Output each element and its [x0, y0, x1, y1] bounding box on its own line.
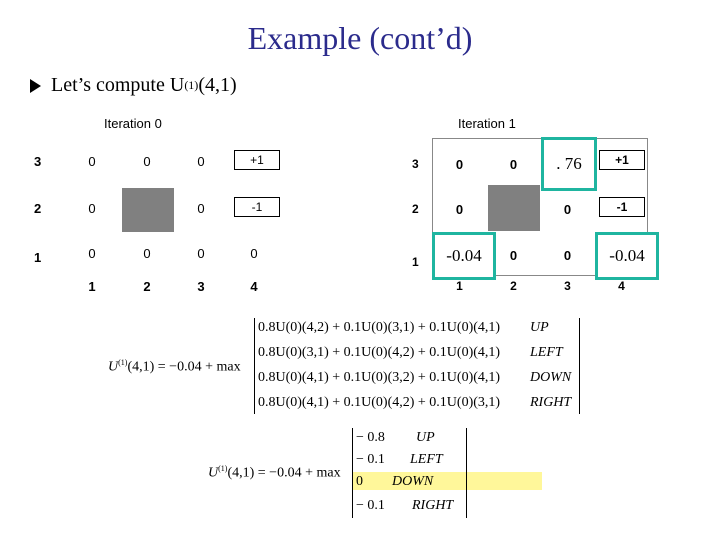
page-title: Example (cont’d) [247, 20, 473, 56]
iteration1-label: Iteration 1 [458, 116, 516, 131]
iteration0-cell: 0 [197, 246, 205, 261]
iteration1-cell: 0 [563, 202, 572, 217]
iteration0-col-label: 1 [88, 279, 96, 294]
equation1-term: 0.8U(0)(4,1) + 0.1U(0)(3,2) + 0.1U(0)(4,… [258, 370, 501, 385]
equation1-action: RIGHT [530, 395, 572, 410]
bullet-arrow-icon [30, 78, 41, 93]
equation2-value: − 0.8 [356, 430, 385, 445]
iteration1-row-label: 2 [412, 202, 419, 216]
iteration0-cell: 0 [197, 201, 205, 216]
equation1-bracket-right [579, 318, 580, 414]
iteration0-row-label: 1 [34, 250, 42, 265]
iteration0-label: Iteration 0 [104, 116, 162, 131]
equation2-lhs-args: (4,1) = −0.04 + max [227, 465, 341, 481]
iteration1-col-label: 4 [618, 279, 625, 293]
equation1-term: 0.8U(0)(4,2) + 0.1U(0)(3,1) + 0.1U(0)(4,… [258, 320, 501, 335]
iteration0-col-label: 3 [197, 279, 205, 294]
equation1-term: 0.8U(0)(4,1) + 0.1U(0)(4,2) + 0.1U(0)(3,… [258, 395, 501, 410]
iteration1-highlight-cell: -0.04 [432, 232, 496, 280]
iteration1-cell: 0 [509, 157, 518, 172]
iteration1-cell: 0 [455, 202, 464, 217]
bullet-superscript: (1) [184, 78, 199, 92]
equation2-value: − 0.1 [356, 498, 385, 513]
iteration1-highlight-cell: -0.04 [595, 232, 659, 280]
iteration1-col-label: 2 [510, 279, 517, 293]
iteration0-cell: 0 [143, 154, 151, 169]
equation1-action: LEFT [530, 345, 563, 360]
iteration0-cell: 0 [197, 154, 205, 169]
equation2-action: LEFT [410, 452, 443, 467]
equation2-action: UP [416, 430, 435, 445]
equation2-value: 0 [356, 474, 363, 489]
equation1-lhs-args: (4,1) = −0.04 + max [127, 359, 241, 375]
iteration0-cell: 0 [88, 201, 96, 216]
equation2-action: DOWN [392, 474, 434, 489]
iteration1-cell: 0 [455, 157, 464, 172]
equation2-bracket-right [466, 428, 467, 518]
equation2-value: − 0.1 [356, 452, 385, 467]
equation2-lhs: U(1)(4,1) = −0.04 + max [208, 464, 341, 482]
equation2-lhs-symbol: U [208, 465, 219, 481]
iteration0-col-label: 4 [250, 279, 258, 294]
iteration1-col-label: 1 [456, 279, 463, 293]
equation1-term: 0.8U(0)(3,1) + 0.1U(0)(4,2) + 0.1U(0)(4,… [258, 345, 501, 360]
iteration1-cell: 0 [563, 248, 572, 263]
iteration0-cell: 0 [88, 154, 96, 169]
equation2-action: RIGHT [412, 498, 454, 513]
equation1-action: UP [530, 320, 549, 335]
equation1-bracket-left [254, 318, 255, 414]
iteration0-row-label: 2 [34, 201, 42, 216]
equation1-lhs: U(1)(4,1) = −0.04 + max [108, 358, 241, 376]
iteration0-col-label: 2 [143, 279, 151, 294]
bullet-text-prefix: Let’s compute U [51, 74, 185, 96]
iteration1-row-label: 1 [412, 255, 419, 269]
iteration0-terminal-cell: -1 [234, 197, 280, 217]
iteration0-cell: 0 [88, 246, 96, 261]
iteration0-cell: 0 [143, 246, 151, 261]
iteration1-col-label: 3 [564, 279, 571, 293]
iteration1-terminal-cell: -1 [599, 197, 645, 217]
equation1-action: DOWN [530, 370, 572, 385]
iteration1-row-label: 3 [412, 157, 419, 171]
bullet-line: Let’s compute U(1)(4,1) [30, 74, 237, 97]
equation2-bracket-left [352, 428, 353, 518]
bullet-text-suffix: (4,1) [198, 74, 237, 96]
iteration0-terminal-cell: +1 [234, 150, 280, 170]
iteration1-cell: 0 [509, 248, 518, 263]
iteration0-obstacle-cell [122, 188, 174, 232]
iteration0-row-label: 3 [34, 154, 42, 169]
equation2-highlight [352, 472, 542, 490]
iteration1-highlight-cell: . 76 [541, 137, 597, 191]
iteration0-cell: 0 [250, 246, 258, 261]
iteration1-obstacle-cell [488, 185, 540, 231]
equation1-lhs-symbol: U [108, 359, 119, 375]
equation1-lhs-sup: (1) [118, 358, 128, 367]
equation2-lhs-sup: (1) [218, 464, 228, 473]
iteration1-terminal-cell: +1 [599, 150, 645, 170]
